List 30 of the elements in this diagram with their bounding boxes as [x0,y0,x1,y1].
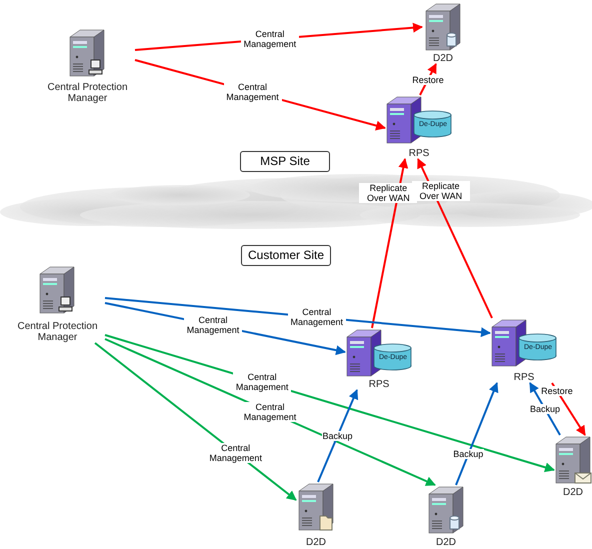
arrow [371,158,408,328]
server-label: D2D [304,537,327,548]
arrow [529,382,561,436]
site-label: Customer Site [241,245,331,266]
arrow [317,389,358,482]
site-label: MSP Site [240,151,330,172]
edge-label: Replicate Over WAN [412,180,470,201]
edge-label: Backup [528,404,562,414]
edge-label: Restore [411,74,445,84]
edge-label: Central Management [241,402,299,422]
arrow [455,382,498,486]
server-label: RPS [512,372,536,383]
arrow [94,342,297,501]
server-label: Central Protection Manager [46,82,129,104]
edge-label: Central Management [240,29,299,50]
edge-label: Restore [540,386,574,396]
edge-label: Central Management [288,307,346,328]
edge-label: Backup [321,431,354,441]
server-label: Central Protection Manager [16,321,99,343]
edge-label: Central Management [184,315,242,336]
arrow [417,158,493,318]
edge-label: Central Management [224,82,282,102]
server-label: D2D [562,487,584,498]
edge-label: Central Management [233,372,292,392]
server-label: RPS [408,148,430,159]
server-label: D2D [434,537,457,548]
server-label: D2D [432,53,454,64]
edge-label: Backup [452,449,484,460]
arrow [551,382,586,436]
server-label: RPS [368,379,390,390]
